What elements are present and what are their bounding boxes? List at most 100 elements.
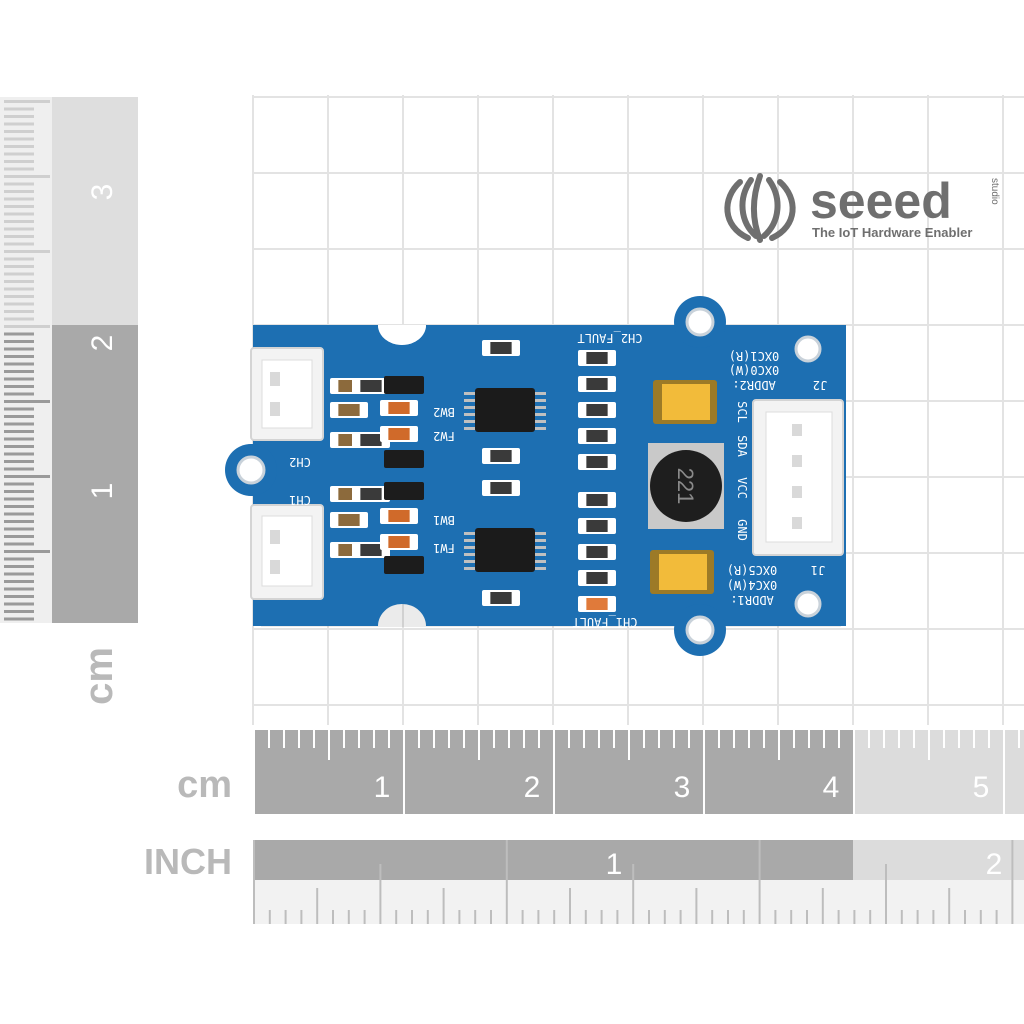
ruler-tick [388,730,390,748]
ruler-tick [411,910,413,924]
ruler-tick [4,580,34,583]
ruler-tick [568,730,570,748]
ruler-tick [806,910,808,924]
silk-addr2-r: 0XC1(R) [729,349,780,363]
silk-addr2-w: 0XC0(W) [729,363,780,377]
ruler-tick [663,910,666,924]
chip-pin [464,553,475,556]
ruler-tick [4,347,34,351]
silkscreen-labels: CH2_FAULT CH1_FAULT CH2 CH1 BW2 FW2 BW1 … [289,331,827,629]
ruler-tick [616,910,619,924]
inch-ruler: INCH 1 2 [144,840,1024,924]
ruler-tick [4,265,34,268]
silk-sda: SDA [735,435,749,457]
brand-studio: studio [989,178,1000,205]
ruler-tick [4,212,34,216]
inductor-label: 221 [673,468,698,505]
chip-pin [464,399,475,402]
ruler-tick [4,430,34,433]
ruler-tick [4,550,50,553]
ruler-tick [4,385,34,388]
ruler-tick [4,302,34,306]
smd-body [338,404,360,416]
ruler-tick [268,910,271,924]
ruler-tick [1018,730,1020,748]
ruler-tick [4,482,34,486]
ruler-tick [523,730,525,748]
ruler-tick [4,220,34,223]
ch2-connector [250,347,324,441]
chip-pin [535,413,546,416]
ruler-tick [343,730,345,748]
diode [384,482,424,500]
diode [384,376,424,394]
ruler-tick [758,840,761,924]
ruler-tick [4,527,34,531]
ruler-tick [995,910,998,924]
chip-pin [535,532,546,535]
ruler-tick [4,295,34,298]
smd-body [586,404,608,416]
ruler-tick [885,864,887,924]
chip-pin [464,532,475,535]
ruler-tick [4,355,34,358]
ruler-tick [742,910,745,924]
chip-pin [464,392,475,395]
smd-body [360,488,382,500]
ch1-connector [250,504,324,600]
smd-body [586,598,608,610]
ruler-tick [537,910,540,924]
cm-ruler-unit: cm [177,764,232,806]
smd-body [360,434,382,446]
ruler-tick [4,317,34,321]
ruler-tick [823,730,825,748]
ruler-tick [853,910,856,924]
ruler-tick [4,235,34,238]
ruler-tick [774,910,777,924]
ruler-tick [4,452,34,456]
ruler-tick [4,467,34,471]
ruler-tick [4,137,34,141]
ruler-tick [4,407,34,411]
smd-components [330,340,616,612]
ruler-tick [426,910,429,924]
ruler-tick [478,730,480,760]
chip-pin [464,427,475,430]
ruler-tick [4,610,34,613]
ruler-tick [948,888,951,924]
ruler-tick [4,602,34,606]
ruler-tick [883,730,885,748]
motor-driver-chip-2 [464,388,546,432]
ruler-tick [4,182,34,186]
ruler-tick [733,730,735,748]
smd-body [388,402,410,414]
ruler-tick [4,130,34,133]
ruler-tick [347,910,350,924]
ruler-tick [4,175,50,178]
ruler-tick [868,730,870,748]
ruler-tick [4,497,34,501]
ruler-tick [4,512,34,516]
smd-body [360,380,382,392]
ruler-tick [1011,840,1014,924]
ruler-tick [673,730,675,748]
smd-body [388,536,410,548]
inch-ruler-unit: INCH [144,841,232,882]
ruler-tick [458,910,461,924]
silk-bw2: BW2 [433,405,455,419]
silk-fw2: FW2 [433,429,455,443]
ruler-tick [4,475,50,478]
ruler-tick [958,730,960,748]
ruler-tick [474,910,477,924]
ruler-tick [433,730,435,748]
ruler-tick [508,730,510,748]
inch-ruler-label-1: 1 [606,848,623,881]
silk-scl: SCL [735,401,749,423]
silk-fw1: FW1 [433,541,455,555]
smd-body [586,352,608,364]
chip-pin [464,546,475,549]
ruler-tick [4,280,34,283]
motor-driver-chip-1 [464,528,546,572]
ruler-tick [4,572,34,576]
ruler-tick [403,730,405,814]
